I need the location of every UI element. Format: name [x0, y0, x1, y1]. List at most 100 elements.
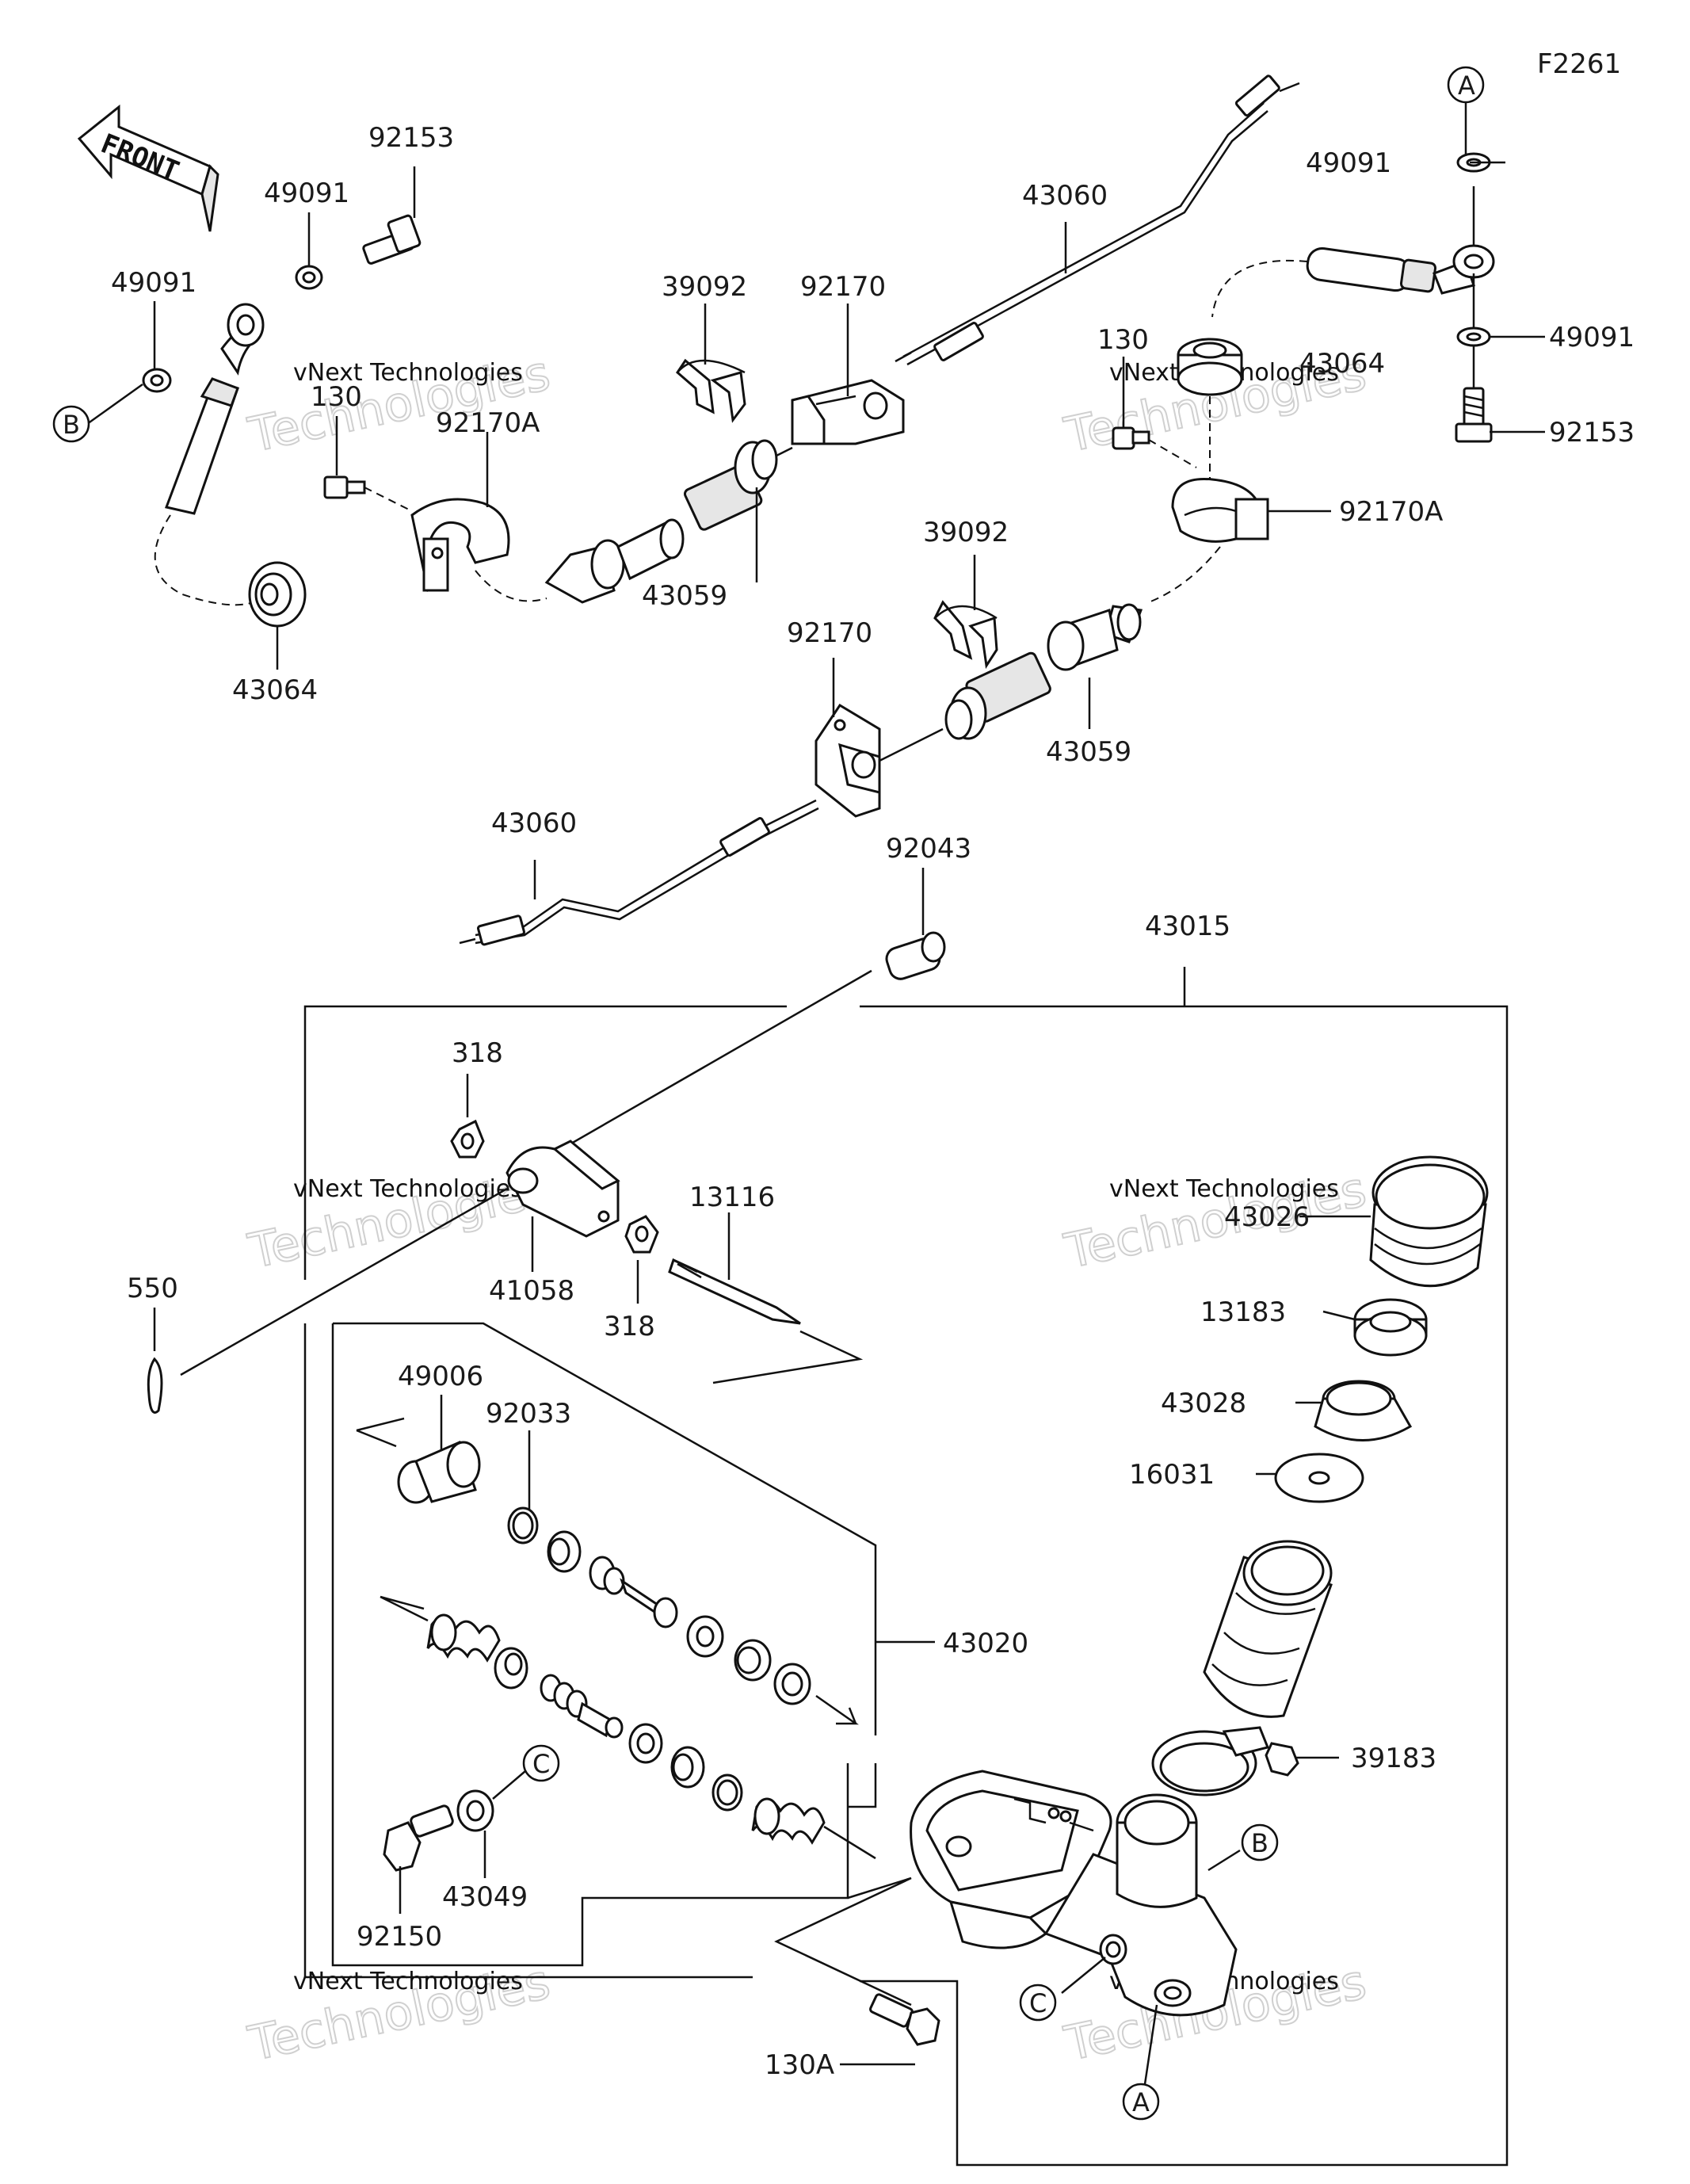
callout-a-top: A [1447, 66, 1485, 104]
clamp-92170a-left [410, 498, 510, 592]
part-label: 16031 [1129, 1459, 1215, 1491]
part-label: 43049 [442, 1881, 528, 1913]
washer-row1 [547, 1530, 582, 1573]
part-label: 49091 [1306, 147, 1391, 179]
part-label: 318 [452, 1037, 503, 1069]
svg-text:vNext Technologies: vNext Technologies [293, 1968, 523, 1995]
grommet-43064-left [248, 561, 307, 628]
part-label: 92170 [787, 617, 872, 649]
part-label: 43064 [232, 674, 318, 706]
part-label: 43059 [1046, 736, 1131, 768]
part-label: 43020 [943, 1628, 1028, 1659]
clip-39092-mid [933, 600, 998, 670]
pin-92043 [554, 931, 946, 1155]
reservoir-cap-43026 [1369, 1155, 1489, 1288]
left-hose-assembly [142, 214, 905, 628]
banjo-bolt-92153-right [1455, 387, 1493, 443]
callout-c-bottom: C [1019, 1984, 1057, 2022]
svg-text:C: C [1029, 1988, 1047, 2018]
part-label: 92033 [486, 1398, 571, 1430]
part-label: 92153 [368, 122, 454, 154]
clevis-41058 [505, 1140, 620, 1238]
part-label: 43060 [491, 808, 577, 839]
brake-pipe-43060-top [895, 74, 1300, 366]
hose-clamp-39183 [1151, 1726, 1299, 1796]
cotter-pin-550 [147, 1187, 508, 1414]
leader-lines [86, 103, 1545, 2085]
grommet-43064-right [1177, 338, 1243, 396]
washer-43049 [456, 1789, 494, 1832]
float-16031 [1274, 1453, 1364, 1503]
part-label: 49091 [111, 267, 196, 299]
spring-row2 [426, 1613, 501, 1663]
part-label: 41058 [489, 1275, 574, 1307]
part-label: 92170A [1339, 496, 1443, 528]
figure-code: F2261 [1537, 48, 1621, 80]
part-label: 92170A [436, 407, 540, 439]
diaphragm-plate-13183 [1353, 1298, 1428, 1357]
part-label: 43028 [1161, 1388, 1246, 1419]
callout-c-mid: C [522, 1744, 560, 1782]
svg-text:A: A [1132, 2087, 1150, 2117]
piston-kit-parts [356, 1417, 876, 1872]
reservoir-body [1203, 1540, 1333, 1718]
part-label: 43059 [642, 580, 727, 612]
clamp-92170a-right [1171, 477, 1269, 543]
pushrod-13116 [668, 1258, 864, 1384]
part-label: 39183 [1351, 1743, 1436, 1774]
bracket-92170-top [791, 379, 905, 445]
part-label: 13183 [1200, 1296, 1286, 1328]
master-cylinder-body [910, 1770, 1238, 2017]
part-label: 550 [127, 1273, 178, 1304]
part-label: 43064 [1299, 348, 1385, 380]
part-label: 49006 [398, 1361, 483, 1392]
front-arrow-icon: FRONT [77, 104, 219, 232]
part-label: 43060 [1022, 180, 1108, 212]
spring-row3 [751, 1797, 826, 1845]
bolt-130a [869, 1993, 940, 2046]
part-label: 92170 [800, 271, 886, 303]
diaphragm-43028 [1314, 1380, 1413, 1441]
bolt-92150 [383, 1804, 454, 1872]
pushrod-43059-right [944, 603, 1143, 740]
part-label: 92150 [357, 1921, 442, 1953]
part-label: 130 [1097, 324, 1149, 356]
cup-49006 [397, 1440, 481, 1504]
svg-text:vNext Technologies: vNext Technologies [1109, 1175, 1339, 1203]
piston-rod-row1 [589, 1556, 678, 1628]
part-label: 39092 [662, 271, 747, 303]
callout-b-right: B [1241, 1823, 1279, 1861]
piston-row2 [540, 1674, 624, 1739]
master-cylinder-box-43015 [303, 967, 1509, 2167]
clip-39092-top [676, 358, 746, 423]
svg-text:A: A [1458, 71, 1475, 101]
part-labels: 92153 49091 49091 130 92170A 43064 39092… [111, 122, 1635, 2081]
svg-text:B: B [1251, 1828, 1268, 1858]
circlip-92033 [507, 1506, 539, 1544]
piston-kit-box-43020 [331, 1322, 877, 1967]
svg-text:B: B [63, 410, 80, 440]
banjo-bolt-92153-left [362, 214, 422, 265]
part-label: 92153 [1549, 417, 1635, 449]
part-label: 43026 [1224, 1201, 1310, 1233]
part-label: 49091 [264, 178, 349, 209]
callout-b-left: B [52, 405, 90, 443]
mid-assembly [814, 600, 1143, 818]
part-label: 130 [311, 381, 362, 413]
svg-text:vNext Technologies: vNext Technologies [293, 359, 523, 387]
bracket-92170-mid [814, 703, 881, 818]
nut-318-bottom [624, 1215, 659, 1254]
part-label: 318 [604, 1311, 655, 1342]
part-label: 43015 [1145, 911, 1230, 942]
pushrod-43059-left [544, 439, 793, 604]
svg-text:C: C [532, 1749, 550, 1779]
bolt-130-right [1112, 426, 1150, 450]
callout-a-bottom: A [1122, 2083, 1160, 2121]
bolt-130-left [323, 475, 366, 499]
svg-text:vNext Technologies: vNext Technologies [293, 1175, 523, 1203]
brake-pipe-43060-bottom [459, 799, 819, 946]
part-label: 92043 [886, 833, 971, 865]
right-hose-assembly [1112, 152, 1495, 603]
nut-318-top [450, 1119, 485, 1159]
